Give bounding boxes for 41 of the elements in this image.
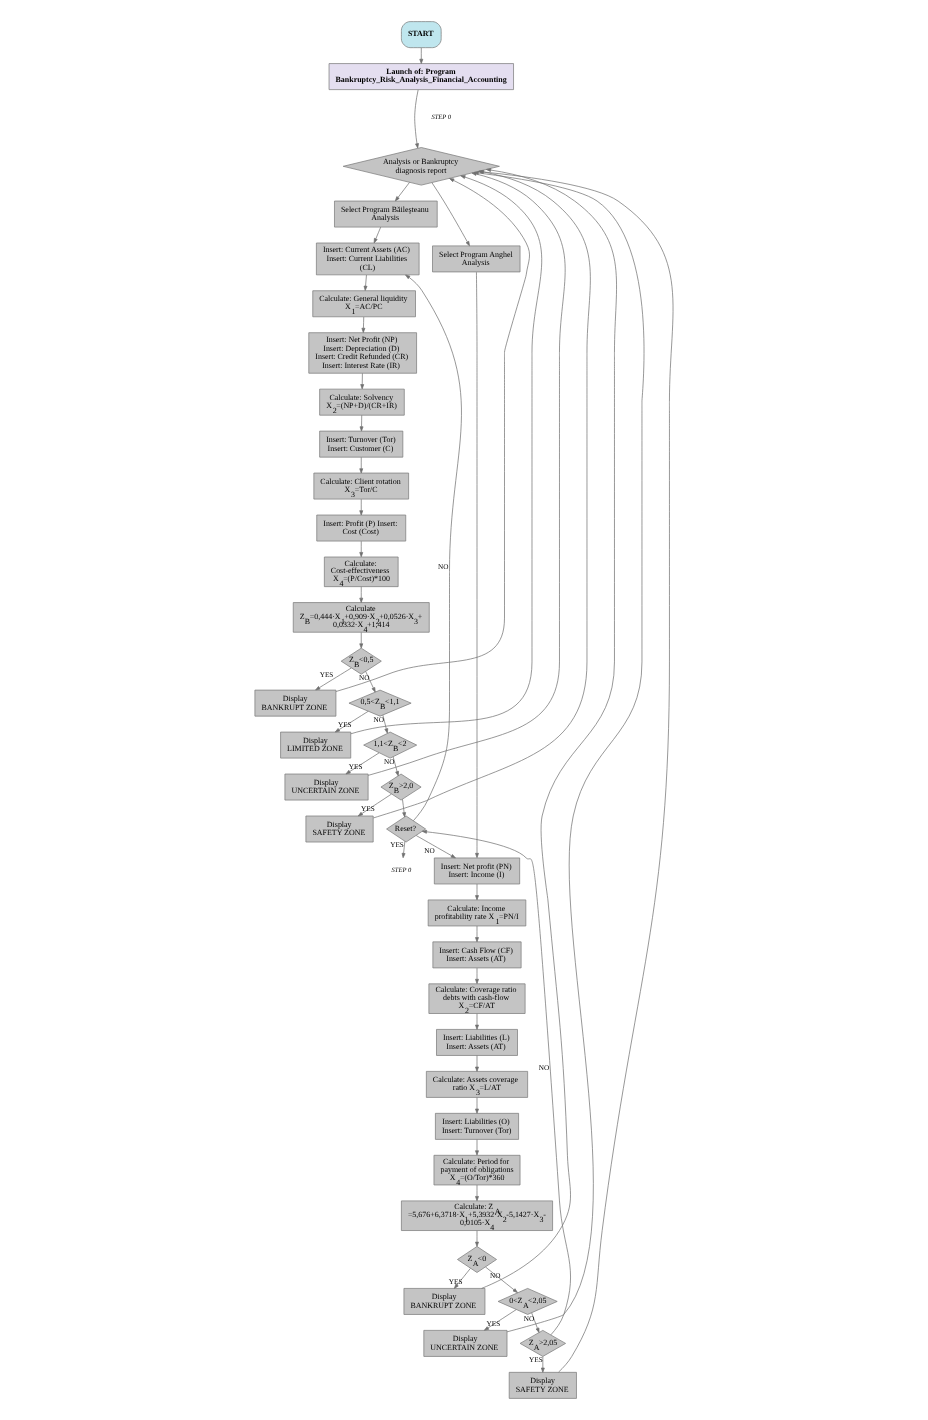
arrow	[419, 47, 424, 64]
arrow	[334, 710, 369, 733]
arrow	[414, 89, 419, 149]
arrow	[359, 586, 364, 603]
arrow	[415, 835, 456, 859]
arrow	[485, 1266, 518, 1293]
arrow	[454, 1268, 471, 1289]
arrow	[475, 1139, 479, 1156]
arrow	[359, 632, 364, 649]
arrow	[392, 756, 399, 777]
arrow	[475, 1184, 479, 1202]
arrow	[359, 498, 364, 516]
arrow	[359, 414, 364, 432]
arrow	[359, 456, 364, 474]
arrow	[481, 168, 617, 1289]
arrow	[475, 1230, 479, 1247]
arrow	[431, 182, 470, 247]
arrow	[421, 829, 571, 1336]
arrow	[475, 1055, 479, 1072]
arrow	[373, 226, 382, 244]
arrow	[382, 714, 389, 734]
arrow	[475, 1013, 479, 1030]
arrow	[475, 925, 479, 943]
arrow	[475, 883, 479, 901]
arrow	[401, 840, 406, 859]
arrow	[363, 274, 368, 291]
arrow	[475, 967, 479, 984]
arrow	[402, 798, 406, 818]
arrow	[359, 540, 364, 558]
arrow	[365, 671, 376, 693]
arrow	[361, 316, 366, 333]
arrow	[405, 274, 462, 822]
arrow	[315, 667, 352, 691]
arrow	[475, 271, 479, 859]
arrow	[531, 1312, 540, 1333]
arrow	[360, 373, 365, 390]
arrow	[483, 1309, 517, 1331]
arrow	[357, 793, 392, 817]
arrow	[345, 752, 380, 775]
arrow	[395, 182, 410, 202]
arrow	[475, 1097, 479, 1114]
